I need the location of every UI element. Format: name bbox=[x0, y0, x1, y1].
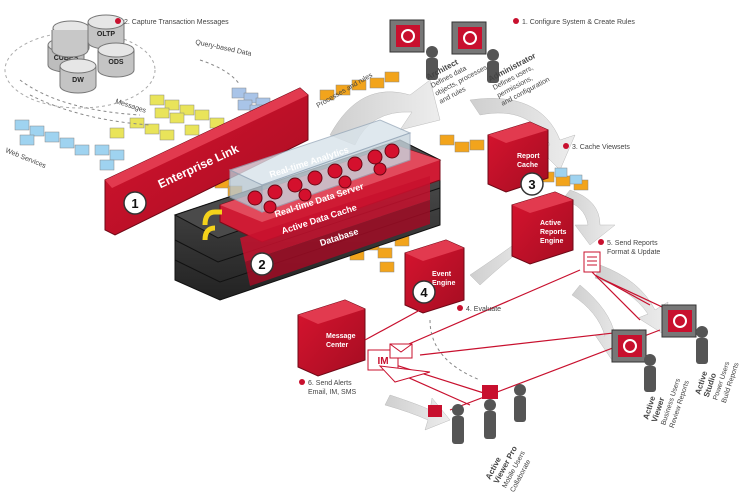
badge-1: 1 bbox=[123, 191, 147, 215]
active-reports-engine-box: Active Reports Engine bbox=[511, 191, 574, 265]
database-cluster: CUBES OLTP ODS DW bbox=[4, 14, 156, 109]
mobile-users bbox=[428, 384, 526, 444]
step-4: 4. Evaluate bbox=[457, 305, 501, 313]
event-engine-line1: Event bbox=[432, 271, 452, 278]
email-icon bbox=[389, 343, 413, 359]
messages-label: Messages bbox=[114, 98, 147, 115]
step-3: 3. Cache Viewsets bbox=[563, 143, 630, 151]
badge-2-text: 2 bbox=[258, 257, 265, 272]
message-center-line1: Message bbox=[326, 333, 356, 340]
badge-3-text: 3 bbox=[528, 177, 535, 192]
im-label: IM bbox=[377, 356, 388, 367]
step-2: 2. Capture Transaction Messages bbox=[115, 18, 229, 26]
db-label: OLTP bbox=[97, 31, 115, 38]
enterprise-link: Enterprise Link bbox=[104, 87, 309, 236]
svg-text:Email, IM, SMS: Email, IM, SMS bbox=[308, 389, 357, 396]
workstation-administrator bbox=[451, 21, 499, 83]
workstation-architect bbox=[389, 19, 438, 80]
step-labels: 2. Capture Transaction Messages 1. Confi… bbox=[115, 18, 660, 396]
workstation-active-viewer bbox=[611, 329, 656, 392]
event-engine-line2: Engine bbox=[432, 280, 455, 287]
event-engine-box: Event Engine bbox=[404, 239, 465, 314]
svg-text:3. Cache Viewsets: 3. Cache Viewsets bbox=[572, 144, 630, 151]
step-5: 5. Send Reports Format & Update bbox=[598, 239, 660, 256]
svg-text:2. Capture Transaction Message: 2. Capture Transaction Messages bbox=[124, 19, 229, 26]
data-server-stack: Real-time Analytics Real-time Data Serve… bbox=[173, 119, 442, 301]
svg-text:5. Send Reports: 5. Send Reports bbox=[607, 240, 658, 247]
message-center-box: Message Center bbox=[297, 299, 366, 377]
are-line1: Active bbox=[540, 220, 561, 227]
svg-text:4. Evaluate: 4. Evaluate bbox=[466, 306, 501, 313]
dashed-lines bbox=[19, 59, 481, 381]
are-line3: Engine bbox=[540, 238, 563, 245]
db-cylinder-oltp: OLTP bbox=[87, 14, 125, 50]
active-viewer-pro-caption: Active Viewer Pro Mobile Users Collabora… bbox=[484, 444, 533, 493]
svg-text:6. Send Alerts: 6. Send Alerts bbox=[308, 380, 352, 387]
report-cache-line2: Cache bbox=[517, 162, 538, 169]
person-captions: Architect Defines data objects, processe… bbox=[425, 51, 741, 493]
query-data-label: Query-based Data bbox=[195, 39, 253, 58]
step-1: 1. Configure System & Create Rules bbox=[513, 18, 635, 26]
web-services-label: Web Services bbox=[4, 147, 47, 170]
db-label: ODS bbox=[108, 59, 124, 66]
are-line2: Reports bbox=[540, 229, 567, 236]
db-label: DW bbox=[72, 77, 84, 84]
db-cylinder bbox=[51, 30, 89, 58]
message-center-line2: Center bbox=[326, 342, 348, 349]
step-6: 6. Send Alerts Email, IM, SMS bbox=[299, 379, 357, 396]
analytics-spheres bbox=[247, 143, 400, 214]
badge-1-text: 1 bbox=[131, 196, 138, 211]
db-label: CUBES bbox=[54, 55, 79, 62]
badge-3: 3 bbox=[520, 172, 544, 196]
badge-4: 4 bbox=[412, 280, 436, 304]
report-cache-line1: Report bbox=[517, 153, 540, 160]
db-cylinder-ods: ODS bbox=[97, 42, 135, 78]
badge-2: 2 bbox=[250, 252, 274, 276]
badge-4-text: 4 bbox=[420, 285, 428, 300]
workstation-active-studio bbox=[661, 304, 708, 364]
db-cylinder-dw: DW bbox=[59, 58, 97, 94]
svg-text:1. Configure System & Create R: 1. Configure System & Create Rules bbox=[522, 19, 635, 26]
svg-text:Format & Update: Format & Update bbox=[607, 249, 660, 256]
report-doc-icon bbox=[583, 251, 601, 273]
